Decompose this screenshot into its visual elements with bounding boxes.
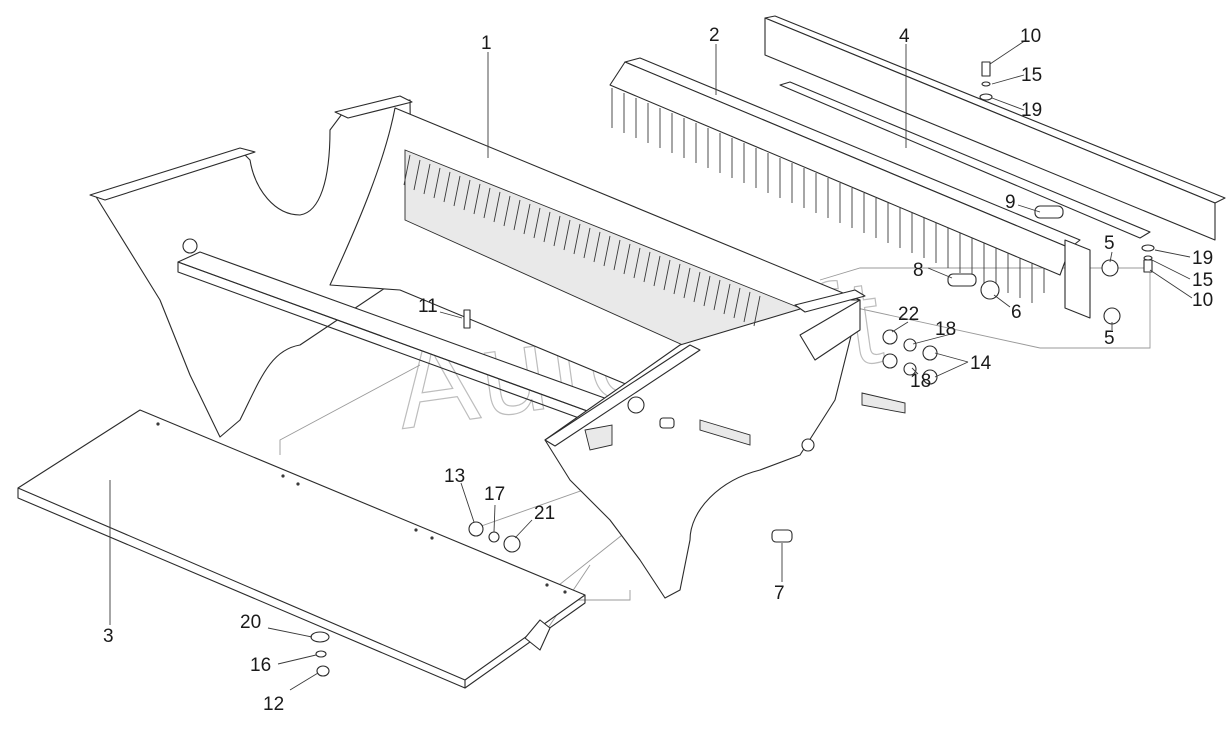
callout-1: 1 xyxy=(481,33,492,54)
callout-4: 4 xyxy=(899,26,910,47)
callout-15-lower: 15 xyxy=(1192,270,1213,291)
callout-16: 16 xyxy=(250,655,271,676)
callout-22: 22 xyxy=(898,304,919,325)
callout-10-lower: 10 xyxy=(1192,290,1213,311)
callout-17: 17 xyxy=(484,484,505,505)
callout-18-upper: 18 xyxy=(935,319,956,340)
part-1-main-frame xyxy=(89,95,906,599)
callout-14: 14 xyxy=(970,353,992,374)
callout-3: 3 xyxy=(103,626,114,647)
concave-tines xyxy=(403,154,761,327)
callout-9: 9 xyxy=(1005,192,1016,213)
callout-15-upper: 15 xyxy=(1021,65,1042,86)
callout-13: 13 xyxy=(444,466,465,487)
callout-11: 11 xyxy=(418,296,438,317)
fasteners xyxy=(310,61,1155,677)
callout-21: 21 xyxy=(534,503,555,524)
part-4-angle-strip xyxy=(764,15,1226,241)
callout-20: 20 xyxy=(240,612,261,633)
callout-12: 12 xyxy=(263,694,284,715)
callout-labels: 1 2 3 4 5 5 6 7 8 9 10 10 11 12 13 14 15… xyxy=(103,25,1213,715)
part-3-cover-plate xyxy=(17,409,586,689)
callout-2: 2 xyxy=(709,25,720,46)
callout-5-upper: 5 xyxy=(1104,233,1115,254)
callout-18-lower: 18 xyxy=(910,371,931,392)
callout-19-lower: 19 xyxy=(1192,248,1213,269)
callout-7: 7 xyxy=(774,583,785,604)
part-2-finger-grate xyxy=(609,57,1091,319)
callout-8: 8 xyxy=(913,260,924,281)
callout-5-lower: 5 xyxy=(1104,328,1115,349)
callout-6: 6 xyxy=(1011,302,1022,323)
callout-10-upper: 10 xyxy=(1020,26,1041,47)
callout-19-upper: 19 xyxy=(1021,100,1042,121)
leader-lines xyxy=(109,39,1193,691)
grate-fingers xyxy=(611,88,1045,303)
